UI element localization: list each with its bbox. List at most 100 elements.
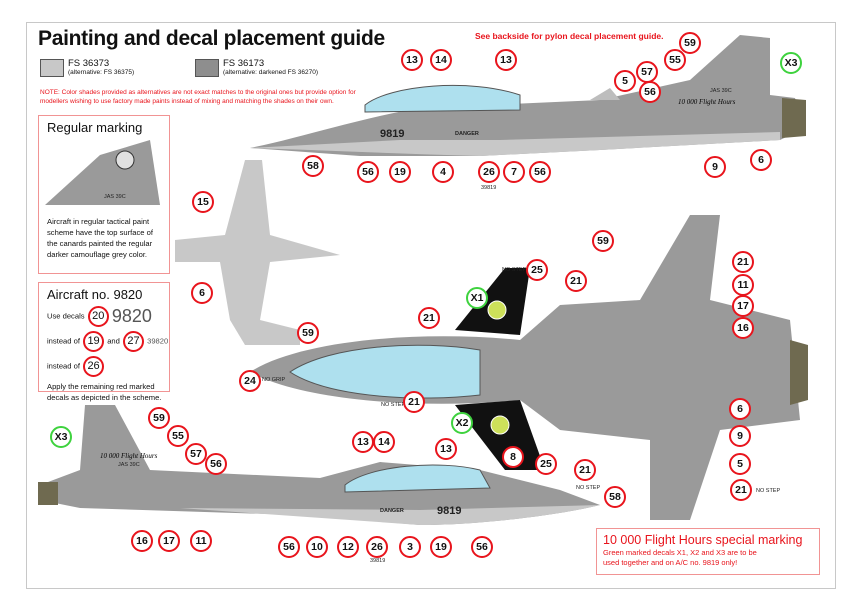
decal-callout-57: 57 bbox=[185, 443, 207, 465]
serial-top: 9819 bbox=[380, 128, 405, 140]
color-label-light: FS 36373(alternative: FS 36375) bbox=[68, 58, 135, 76]
decal-callout-21: 21 bbox=[565, 270, 587, 292]
decal-callout-59: 59 bbox=[148, 407, 170, 429]
decal-callout-19: 19 bbox=[389, 161, 411, 183]
decal-callout-21: 21 bbox=[403, 391, 425, 413]
aircraft-9820-line1: Use decals 20 9820 bbox=[47, 306, 152, 327]
decal-callout-26: 26 bbox=[478, 161, 500, 183]
decal-callout-56: 56 bbox=[357, 161, 379, 183]
decal-callout-6: 6 bbox=[191, 282, 213, 304]
decal-callout-6: 6 bbox=[729, 398, 751, 420]
serial-small-top: 39819 bbox=[481, 185, 497, 191]
decal-callout-59: 59 bbox=[592, 230, 614, 252]
danger-label-bottom: DANGER bbox=[380, 508, 404, 514]
decal-callout-25: 25 bbox=[535, 453, 557, 475]
decal-callout-12: 12 bbox=[337, 536, 359, 558]
decal-callout-21: 21 bbox=[732, 251, 754, 273]
danger-label-top: DANGER bbox=[455, 131, 479, 137]
decal-callout-56: 56 bbox=[278, 536, 300, 558]
decal-callout-17: 17 bbox=[732, 295, 754, 317]
decal-callout-9: 9 bbox=[729, 425, 751, 447]
no-grip-label: NO GRIP bbox=[262, 377, 286, 383]
aircraft-9820-line3: instead of 26 bbox=[47, 354, 169, 379]
color-swatch-light bbox=[40, 59, 64, 77]
decal-callout-55: 55 bbox=[167, 425, 189, 447]
decal-callout-11: 11 bbox=[732, 274, 754, 296]
decal-callout-25: 25 bbox=[526, 259, 548, 281]
decal-callout-57: 57 bbox=[636, 61, 658, 83]
decal-callout-15: 15 bbox=[192, 191, 214, 213]
underside-view bbox=[250, 215, 808, 520]
decal-callout-59: 59 bbox=[297, 322, 319, 344]
decal-callout-x3: X3 bbox=[780, 52, 802, 74]
decal-callout-x3: X3 bbox=[50, 426, 72, 448]
decal-callout-21: 21 bbox=[418, 307, 440, 329]
decal-callout-21: 21 bbox=[730, 479, 752, 501]
decal-callout-13: 13 bbox=[352, 431, 374, 453]
no-step-1: NO STEP bbox=[502, 267, 527, 273]
decal-callout-56: 56 bbox=[529, 161, 551, 183]
no-step-2: NO STEP bbox=[381, 402, 406, 408]
page-frame bbox=[26, 22, 836, 589]
decal-callout-24: 24 bbox=[239, 370, 261, 392]
decal-callout-5: 5 bbox=[614, 70, 636, 92]
regular-marking-title: Regular marking bbox=[47, 120, 143, 135]
flight-hours-bottom: 10 000 Flight Hours bbox=[100, 452, 158, 460]
decal-callout-11: 11 bbox=[190, 530, 212, 552]
decal-callout-13: 13 bbox=[495, 49, 517, 71]
decal-callout-56: 56 bbox=[639, 81, 661, 103]
page-title: Painting and decal placement guide bbox=[38, 27, 385, 50]
regular-marking-illustration bbox=[45, 140, 160, 205]
aircraft-9820-title: Aircraft no. 9820 bbox=[47, 287, 143, 302]
no-step-4: NO STEP bbox=[756, 488, 781, 494]
decal-callout-8: 8 bbox=[502, 446, 524, 468]
decal-callout-16: 16 bbox=[131, 530, 153, 552]
decal-callout-59: 59 bbox=[679, 32, 701, 54]
backside-note: See backside for pylon decal placement g… bbox=[475, 31, 664, 41]
planform-view bbox=[175, 160, 340, 345]
decal-callout-4: 4 bbox=[432, 161, 454, 183]
color-note: NOTE: Color shades provided as alternati… bbox=[40, 89, 356, 105]
decal-callout-9: 9 bbox=[704, 156, 726, 178]
jas-label-top: JAS 39C bbox=[710, 88, 732, 94]
decal-callout-19: 19 bbox=[430, 536, 452, 558]
decal-callout-21: 21 bbox=[574, 459, 596, 481]
decal-callout-14: 14 bbox=[373, 431, 395, 453]
jas-label-regular: JAS 39C bbox=[104, 194, 126, 200]
regular-marking-text: Aircraft in regular tactical paint schem… bbox=[47, 217, 153, 259]
side-view-bottom bbox=[38, 405, 600, 525]
decal-callout-3: 3 bbox=[399, 536, 421, 558]
decal-callout-13: 13 bbox=[435, 438, 457, 460]
decal-callout-55: 55 bbox=[664, 49, 686, 71]
aircraft-9820-apply: Apply the remaining red marked decals as… bbox=[47, 382, 162, 402]
special-marking-box: 10 000 Flight Hours special marking Gree… bbox=[596, 528, 820, 575]
decal-callout-10: 10 bbox=[306, 536, 328, 558]
serial-small-bottom: 39819 bbox=[370, 558, 386, 564]
serial-bottom: 9819 bbox=[437, 505, 462, 517]
decal-callout-14: 14 bbox=[430, 49, 452, 71]
no-step-3: NO STEP bbox=[576, 485, 601, 491]
decal-callout-58: 58 bbox=[302, 155, 324, 177]
special-marking-text: Green marked decals X1, X2 and X3 are to… bbox=[603, 548, 757, 567]
decal-callout-6: 6 bbox=[750, 149, 772, 171]
aircraft-9820-box: Aircraft no. 9820 Use decals 20 9820 ins… bbox=[38, 282, 170, 402]
decal-callout-x2: X2 bbox=[451, 412, 473, 434]
decal-callout-26: 26 bbox=[366, 536, 388, 558]
decal-callout-56: 56 bbox=[205, 453, 227, 475]
decal-callout-16: 16 bbox=[732, 317, 754, 339]
decal-callout-56: 56 bbox=[471, 536, 493, 558]
decal-callout-5: 5 bbox=[729, 453, 751, 475]
color-label-dark: FS 36173(alternative: darkened FS 36270) bbox=[223, 58, 319, 76]
regular-marking-box: Regular marking Aircraft in regular tact… bbox=[38, 115, 170, 274]
aircraft-9820-line2: instead of 19 and 27 39820 bbox=[47, 329, 169, 354]
jas-label-bottom: JAS 39C bbox=[118, 462, 140, 468]
decal-callout-58: 58 bbox=[604, 486, 626, 508]
decal-callout-17: 17 bbox=[158, 530, 180, 552]
color-swatch-dark bbox=[195, 59, 219, 77]
flight-hours-top: 10 000 Flight Hours bbox=[678, 98, 736, 106]
decal-callout-7: 7 bbox=[503, 161, 525, 183]
decal-callout-13: 13 bbox=[401, 49, 423, 71]
side-view-top bbox=[250, 35, 806, 156]
special-marking-title: 10 000 Flight Hours special marking bbox=[603, 533, 803, 547]
